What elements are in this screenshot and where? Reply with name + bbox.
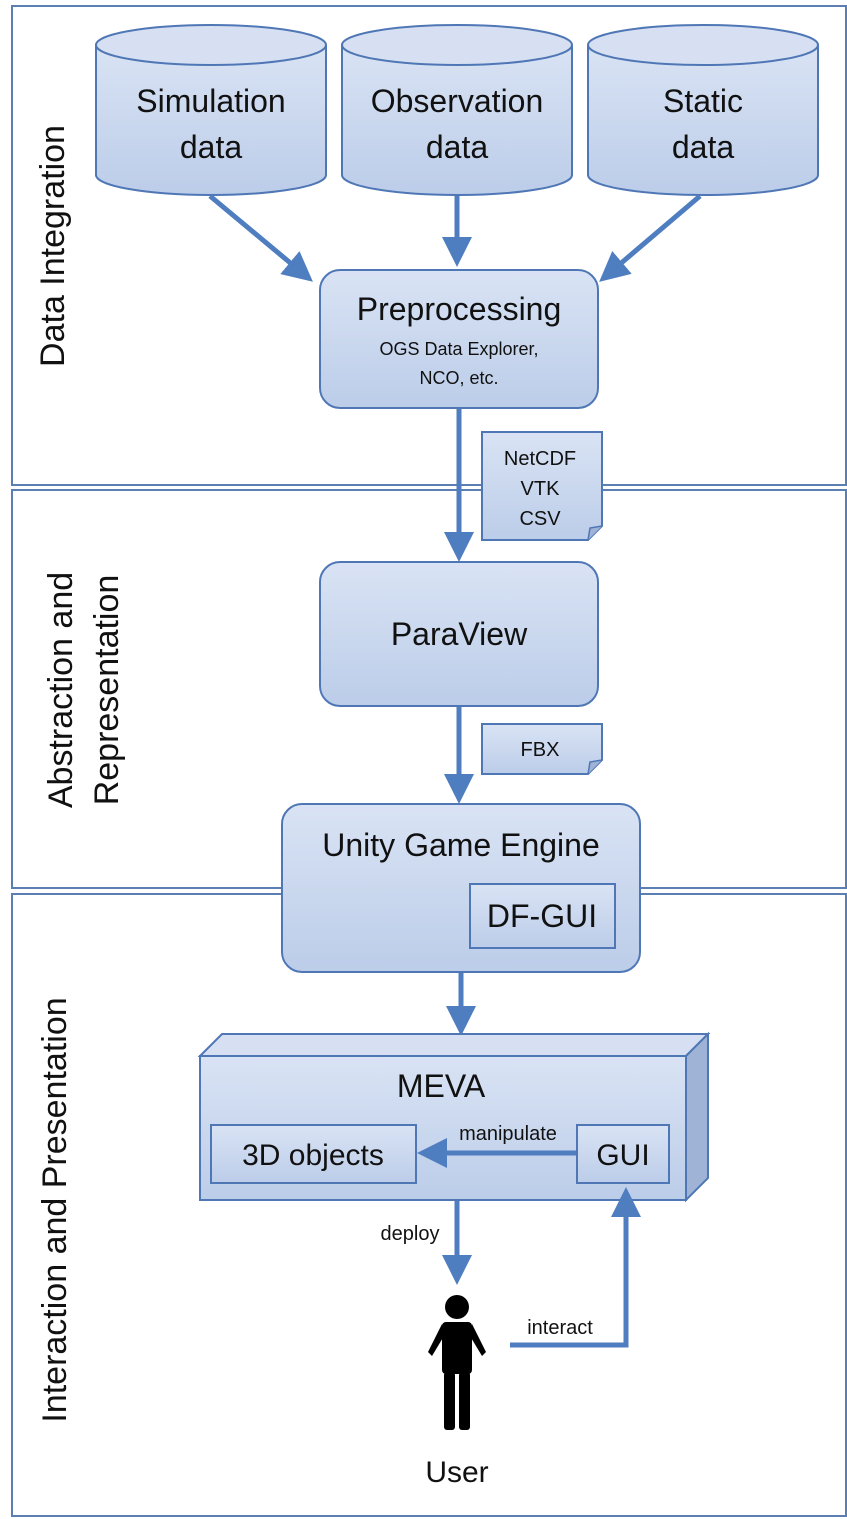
3d-objects-label: 3D objects (242, 1139, 384, 1172)
simulation-data-label-2: data (180, 129, 242, 165)
fbx-label: FBX (521, 739, 560, 761)
unity-game-engine-box: Unity Game Engine DF-GUI (281, 803, 641, 973)
df-gui-label: DF-GUI (487, 898, 597, 934)
section-label-interaction: Interaction and Presentation (36, 997, 74, 1422)
preprocessing-sub-2: NCO, etc. (419, 368, 498, 388)
simulation-data-label-1: Simulation (136, 83, 285, 119)
manipulate-label: manipulate (459, 1123, 557, 1145)
format-netcdf: NetCDF (504, 448, 576, 470)
format-vtk: VTK (521, 478, 561, 500)
simulation-data-cylinder: Simulation data (95, 24, 327, 196)
preprocessing-box: Preprocessing OGS Data Explorer, NCO, et… (319, 269, 599, 409)
observation-data-label-1: Observation (371, 83, 544, 119)
static-data-cylinder: Static data (587, 24, 819, 196)
interact-label: interact (527, 1317, 593, 1339)
preprocessing-sub-1: OGS Data Explorer, (379, 339, 538, 359)
unity-title: Unity Game Engine (322, 827, 599, 863)
gui-box (576, 1124, 670, 1184)
static-data-label-1: Static (663, 83, 743, 119)
preprocessing-title: Preprocessing (357, 291, 562, 327)
arrow-interact (510, 1186, 641, 1348)
deploy-label: deploy (381, 1223, 440, 1245)
user-label: User (425, 1456, 488, 1489)
format-csv: CSV (519, 508, 561, 530)
meva-box: MEVA 3D objects GUI manipulate (197, 1031, 711, 1203)
meva-title: MEVA (397, 1068, 486, 1104)
section-label-abstraction-2: Representation (88, 575, 126, 806)
arrow-static-to-preprocessing (599, 194, 702, 282)
arrow-simulation-to-preprocessing (208, 194, 313, 282)
section-label-abstraction-1: Abstraction and (42, 572, 80, 808)
observation-data-label-2: data (426, 129, 488, 165)
df-gui-box (469, 883, 616, 949)
static-data-label-2: data (672, 129, 734, 165)
paraview-box: ParaView (319, 561, 599, 707)
fbx-document: FBX (481, 723, 603, 775)
3d-objects-box (210, 1124, 417, 1184)
section-label-data-integration: Data Integration (34, 125, 72, 367)
gui-label: GUI (596, 1139, 649, 1172)
paraview-title: ParaView (391, 616, 528, 652)
observation-data-cylinder: Observation data (341, 24, 573, 196)
section-data-integration (11, 5, 847, 486)
user-icon (428, 1295, 486, 1430)
section-interaction (11, 893, 847, 1517)
formats-document: NetCDF VTK CSV (481, 431, 603, 541)
